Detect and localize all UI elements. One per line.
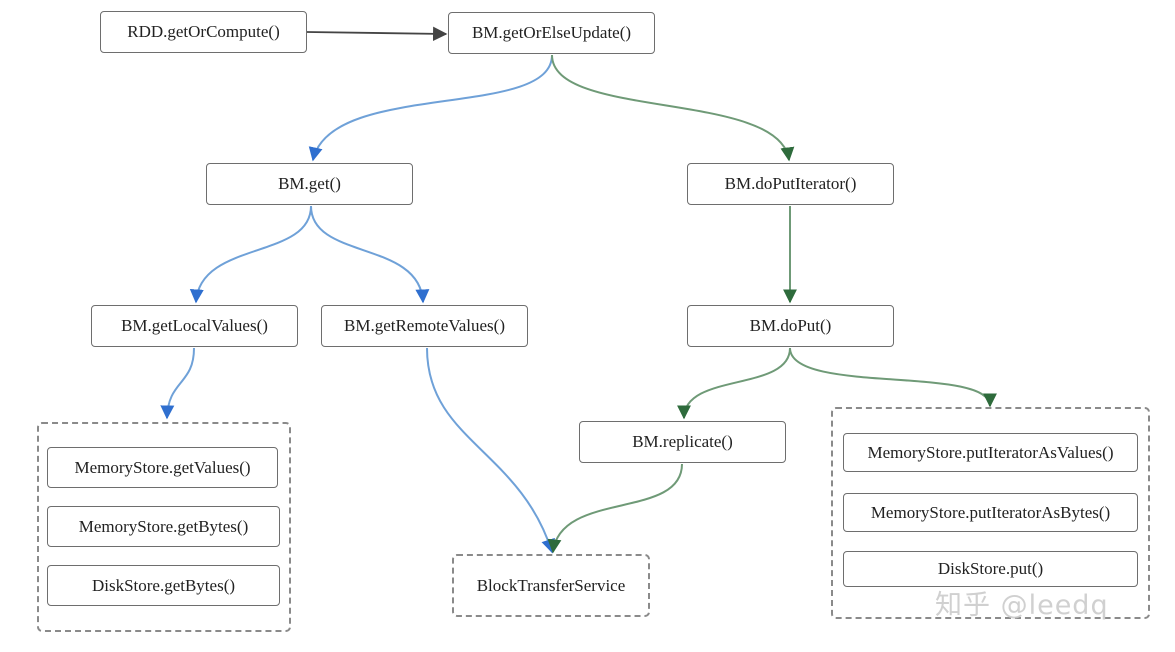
node-memorystore-getbytes: MemoryStore.getBytes()	[47, 506, 280, 547]
node-diskstore-getbytes: DiskStore.getBytes()	[47, 565, 280, 606]
watermark: 知乎 @leedq	[935, 590, 1109, 621]
node-rdd-getorcompute: RDD.getOrCompute()	[100, 11, 307, 53]
node-bm-getorelseupdate: BM.getOrElseUpdate()	[448, 12, 655, 54]
edge-getorelseupdate-to-get	[308, 54, 553, 162]
edge-replicate-to-blocktransferservice	[547, 463, 683, 554]
node-bm-get: BM.get()	[206, 163, 413, 205]
edge-getorcompute-to-getorelseupdate	[306, 26, 448, 42]
edge-get-to-getlocalvalues	[189, 205, 312, 304]
node-memorystore-putiteratorasbytes: MemoryStore.putIteratorAsBytes()	[843, 493, 1138, 532]
edge-doput-to-put-stores	[789, 347, 997, 408]
edge-getlocalvalues-to-local-stores	[160, 347, 195, 420]
node-memorystore-getvalues: MemoryStore.getValues()	[47, 447, 278, 488]
node-bm-doput: BM.doPut()	[687, 305, 894, 347]
node-bm-replicate: BM.replicate()	[579, 421, 786, 463]
node-bm-doputiterator: BM.doPutIterator()	[687, 163, 894, 205]
node-blocktransferservice: BlockTransferService	[452, 554, 650, 617]
node-memorystore-putiteratorasvalues: MemoryStore.putIteratorAsValues()	[843, 433, 1138, 472]
node-bm-getlocalvalues: BM.getLocalValues()	[91, 305, 298, 347]
edge-getremotevalues-to-blocktransferservice	[426, 347, 555, 554]
put-store-group	[831, 407, 1150, 619]
edge-get-to-getremotevalues	[310, 205, 430, 304]
edge-doput-to-replicate	[677, 347, 791, 420]
local-store-group	[37, 422, 291, 632]
node-diskstore-put: DiskStore.put()	[843, 551, 1138, 587]
edge-getorelseupdate-to-doputiterator	[551, 54, 795, 162]
node-bm-getremotevalues: BM.getRemoteValues()	[321, 305, 528, 347]
